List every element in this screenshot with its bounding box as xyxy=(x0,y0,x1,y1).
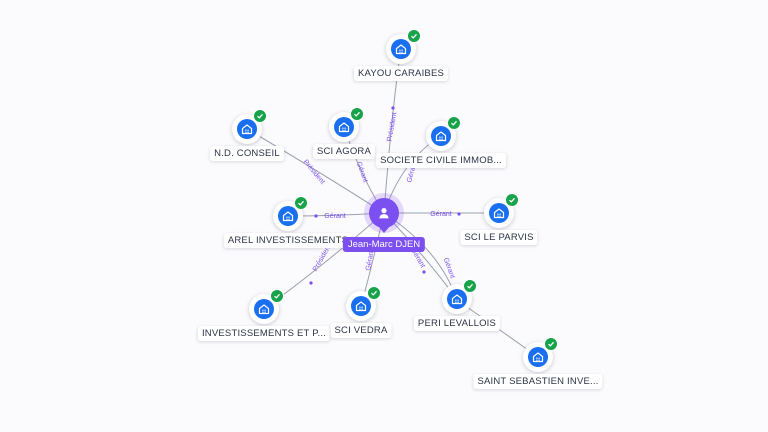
edge-arrow-marker xyxy=(314,214,318,218)
edge-role-label: Gérant xyxy=(365,249,376,271)
company-node[interactable] xyxy=(523,337,558,372)
company-node[interactable] xyxy=(232,109,267,144)
company-name-label[interactable]: SCI AGORA xyxy=(312,144,376,159)
company-name-label[interactable]: AREL INVESTISSEMENTS xyxy=(223,233,353,248)
company-node[interactable] xyxy=(442,279,477,314)
verified-check-icon xyxy=(463,279,477,293)
building-icon xyxy=(278,206,298,226)
company-name-label[interactable]: PERI LEVALLOIS xyxy=(413,316,501,331)
building-icon xyxy=(254,299,274,319)
edge-role-label: Gérant xyxy=(442,257,456,280)
edge-role-label: Gérant xyxy=(430,211,451,218)
building-icon xyxy=(447,289,467,309)
verified-check-icon xyxy=(253,109,267,123)
verified-check-icon xyxy=(367,286,381,300)
verified-check-icon xyxy=(294,196,308,210)
verified-check-icon xyxy=(505,193,519,207)
verified-check-icon xyxy=(407,29,421,43)
verified-check-icon xyxy=(447,116,461,130)
edge-arrow-marker xyxy=(309,281,313,285)
building-icon xyxy=(351,296,371,316)
company-name-label[interactable]: SAINT SEBASTIEN INVE... xyxy=(473,374,603,389)
building-icon xyxy=(489,203,509,223)
person-icon xyxy=(369,198,399,233)
edge-line xyxy=(246,128,385,214)
company-name-label[interactable]: N.D. CONSEIL xyxy=(210,146,284,161)
edge-role-label: Gérant xyxy=(324,213,345,220)
edge-role-label: Président xyxy=(386,112,398,142)
building-icon xyxy=(237,119,257,139)
company-name-label[interactable]: SCI VEDRA xyxy=(330,323,392,338)
edge-role-label: Président xyxy=(302,159,326,186)
company-node[interactable] xyxy=(386,29,421,64)
edge-role-label: Gérant xyxy=(355,161,369,184)
person-name-label[interactable]: Jean-Marc DJEN xyxy=(342,237,426,252)
building-icon xyxy=(431,126,451,146)
person-node[interactable] xyxy=(364,193,404,233)
company-node[interactable] xyxy=(426,116,461,151)
edge-arrow-marker xyxy=(391,106,395,110)
edge-arrow-marker xyxy=(457,212,461,216)
building-icon xyxy=(391,39,411,59)
company-name-label[interactable]: SCI LE PARVIS xyxy=(460,230,538,245)
company-node[interactable] xyxy=(484,193,519,228)
company-name-label[interactable]: SOCIETE CIVILE IMMOB... xyxy=(376,153,506,168)
building-icon xyxy=(528,347,548,367)
company-name-label[interactable]: INVESTISSEMENTS ET P... xyxy=(197,326,331,341)
company-node[interactable] xyxy=(249,289,284,324)
edge-arrow-marker xyxy=(422,270,426,274)
verified-check-icon xyxy=(350,107,364,121)
company-node[interactable] xyxy=(346,286,381,321)
company-node[interactable] xyxy=(329,107,364,142)
company-name-label[interactable]: KAYOU CARAIBES xyxy=(353,66,449,81)
company-node[interactable] xyxy=(273,196,308,231)
building-icon xyxy=(334,117,354,137)
verified-check-icon xyxy=(544,337,558,351)
verified-check-icon xyxy=(270,289,284,303)
